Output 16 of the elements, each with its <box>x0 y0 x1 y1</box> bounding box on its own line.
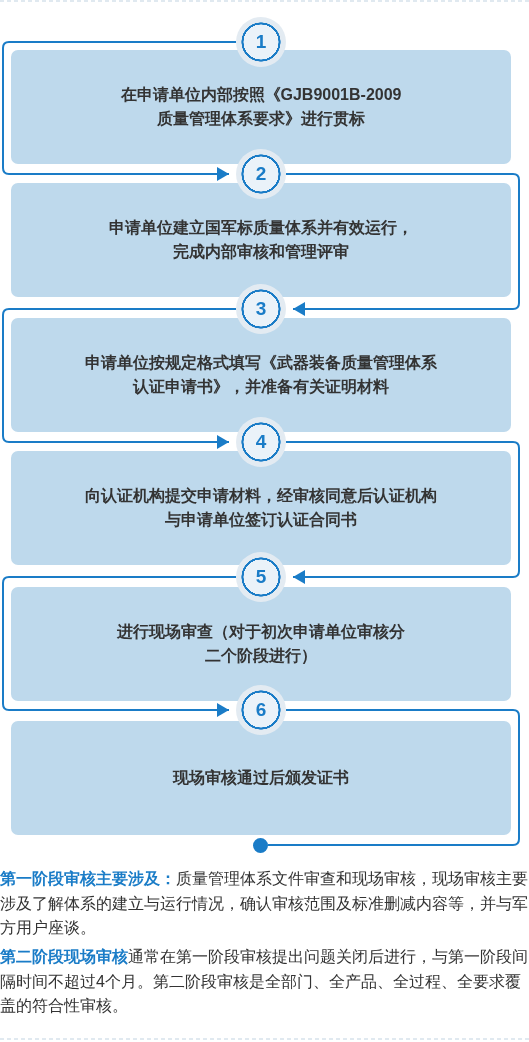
connector-arrow <box>285 173 520 316</box>
connector-arrow <box>285 441 520 584</box>
step-box: 现场审核通过后颁发证书 <box>11 721 511 835</box>
note-paragraph: 第二阶段现场审核通常在第一阶段审核提出问题关闭后进行，与第一阶段间隔时间不超过4个月。第二阶段审核是全部门、全产品、全过程、全要求覆盖的符合性审核。 <box>0 947 529 1016</box>
step-box: 在申请单位内部按照《GJB9001B-2009质量管理体系要求》进行贯标 <box>11 50 511 164</box>
connector-arrow <box>2 576 237 717</box>
connector-arrow <box>2 41 237 181</box>
end-dot <box>253 837 268 853</box>
number-circle: 1 <box>236 17 286 67</box>
step-box: 进行现场审查（对于初次申请单位审核分二个阶段进行） <box>11 587 511 701</box>
step-box: 申请单位建立国军标质量体系并有效运行，完成内部审核和管理评审 <box>11 183 511 297</box>
connector-line <box>267 709 520 846</box>
step-box: 向认证机构提交申请材料，经审核同意后认证机构与申请单位签订认证合同书 <box>11 451 511 565</box>
connector-arrow <box>2 308 237 449</box>
step-box: 申请单位按规定格式填写《武器装备质量管理体系认证申请书》，并准备有关证明材料 <box>11 318 511 432</box>
note-paragraph: 第一阶段审核主要涉及：质量管理体系文件审查和现场审核，现场审核主要涉及了解体系的建立与运行情况，确认审核范围及标准删减内容等，并与军方用户座谈。 <box>0 869 529 938</box>
